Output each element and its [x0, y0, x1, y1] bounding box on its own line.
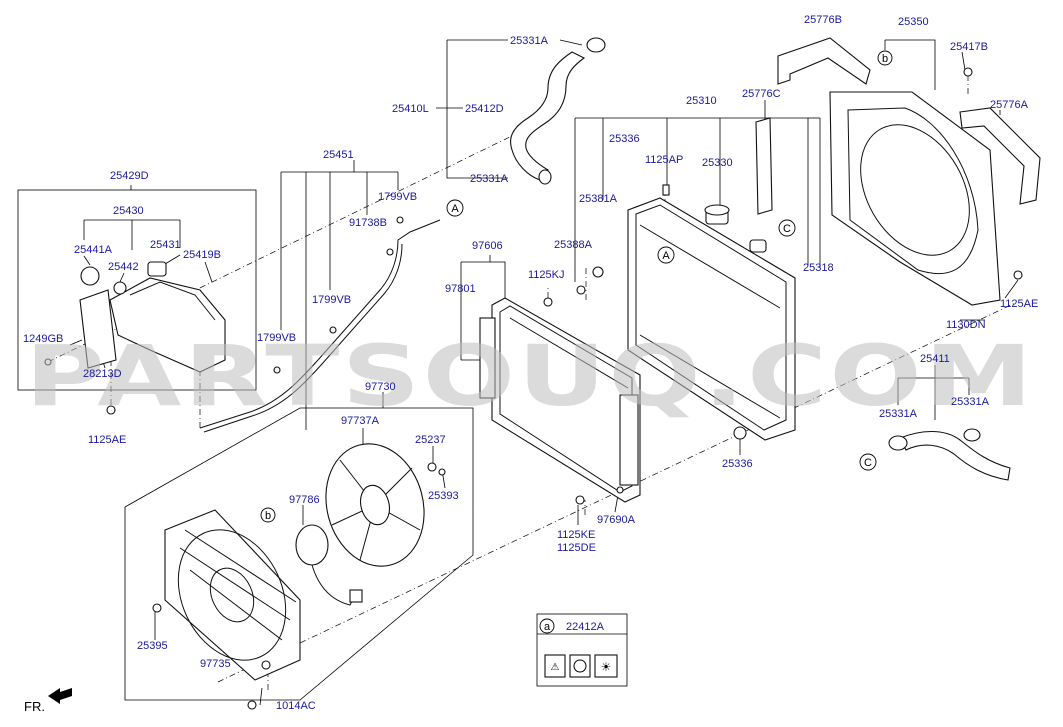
label-25442[interactable]: 25442 [108, 261, 139, 273]
label-25381A[interactable]: 25381A [579, 193, 618, 205]
label-1130DN[interactable]: 1130DN [946, 319, 986, 331]
label-97801[interactable]: 97801 [445, 283, 476, 295]
label-25776C[interactable]: 25776C [742, 88, 781, 100]
callout-C-radiator: C [783, 223, 791, 235]
label-97730[interactable]: 97730 [365, 381, 396, 393]
label-1125KE[interactable]: 1125KE [557, 529, 595, 541]
label-1799VB-b[interactable]: 1799VB [312, 294, 351, 306]
label-1799VB-c[interactable]: 1799VB [257, 332, 296, 344]
front-direction-indicator: FR. [24, 688, 72, 714]
label-1125AE-left[interactable]: 1125AE [88, 434, 126, 446]
label-25331A-r2[interactable]: 25331A [951, 396, 990, 408]
label-25429D[interactable]: 25429D [110, 170, 149, 182]
callout-a: a [544, 621, 551, 633]
callout-A-top: A [451, 203, 459, 215]
fan-blade [325, 443, 425, 567]
label-97690A[interactable]: 97690A [597, 514, 636, 526]
label-1125AE-right[interactable]: 1125AE [1000, 298, 1038, 310]
callout-A-radiator: A [662, 250, 670, 262]
label-25336-bottom[interactable]: 25336 [722, 458, 753, 470]
label-1014AC[interactable]: 1014AC [276, 700, 316, 712]
coolant-reservoir [79, 261, 226, 373]
part-number-labels: 25331A 25410L 25412D 25331A 25310 25776C… [23, 14, 1038, 712]
label-25388A[interactable]: 25388A [554, 239, 593, 251]
label-97737A[interactable]: 97737A [341, 415, 380, 427]
front-arrow-icon [48, 688, 72, 704]
lower-radiator-hose [888, 428, 1011, 481]
label-25393[interactable]: 25393 [428, 490, 459, 502]
label-25331A-r1[interactable]: 25331A [879, 408, 918, 420]
warning-label-icons: ⚠ ☀ [544, 654, 618, 678]
label-25331A-top[interactable]: 25331A [510, 35, 549, 47]
label-1125DE[interactable]: 1125DE [557, 542, 596, 554]
svg-text:⚠: ⚠ [551, 662, 560, 673]
condenser [479, 297, 641, 503]
front-label: FR. [24, 699, 45, 714]
label-25776B[interactable]: 25776B [804, 14, 842, 26]
label-25330[interactable]: 25330 [702, 157, 733, 169]
label-91738B[interactable]: 91738B [349, 217, 387, 229]
callout-b-fan: b [265, 510, 271, 522]
label-22412A[interactable]: 22412A [566, 621, 605, 633]
label-25431[interactable]: 25431 [150, 239, 181, 251]
label-25350[interactable]: 25350 [898, 16, 929, 28]
label-25451[interactable]: 25451 [323, 149, 354, 161]
overflow-hose [199, 219, 441, 433]
cooling-fan-shroud [164, 509, 301, 681]
callout-circles: a b b A A C C [260, 50, 893, 634]
watermark: PARTSOUQ.COM [25, 327, 1035, 425]
label-25318[interactable]: 25318 [803, 262, 834, 274]
fan-group-frame [124, 407, 474, 701]
fan-shroud [829, 91, 1001, 306]
label-25331A-mid[interactable]: 25331A [470, 173, 509, 185]
label-1799VB-a[interactable]: 1799VB [378, 191, 417, 203]
label-97786[interactable]: 97786 [289, 494, 320, 506]
label-25441A[interactable]: 25441A [74, 244, 113, 256]
label-25310[interactable]: 25310 [686, 95, 717, 107]
label-1125AP[interactable]: 1125AP [645, 154, 683, 166]
label-97606[interactable]: 97606 [472, 240, 503, 252]
label-25776A[interactable]: 25776A [990, 99, 1029, 111]
seal-strips [755, 37, 1041, 215]
label-28213D[interactable]: 28213D [83, 368, 122, 380]
callout-C-hose: C [864, 457, 872, 469]
reservoir-group-box [17, 189, 257, 391]
label-25412D[interactable]: 25412D [465, 103, 504, 115]
leader-lines [69, 39, 1019, 706]
label-legend-box [536, 613, 628, 687]
label-25417B[interactable]: 25417B [950, 41, 988, 53]
callout-b-top: b [882, 53, 888, 65]
label-25430[interactable]: 25430 [113, 205, 144, 217]
label-97735[interactable]: 97735 [200, 658, 231, 670]
upper-radiator-hose [510, 37, 606, 185]
label-25419B[interactable]: 25419B [183, 249, 221, 261]
label-25410L[interactable]: 25410L [392, 103, 429, 115]
label-25336-top[interactable]: 25336 [609, 133, 640, 145]
fasteners [44, 67, 1023, 710]
svg-text:☀: ☀ [601, 660, 612, 674]
label-1249GB[interactable]: 1249GB [23, 333, 63, 345]
label-25237[interactable]: 25237 [415, 434, 446, 446]
fan-motor [295, 524, 363, 606]
label-1125KJ[interactable]: 1125KJ [528, 269, 565, 281]
label-25411[interactable]: 25411 [920, 353, 950, 365]
label-25395[interactable]: 25395 [137, 640, 168, 652]
